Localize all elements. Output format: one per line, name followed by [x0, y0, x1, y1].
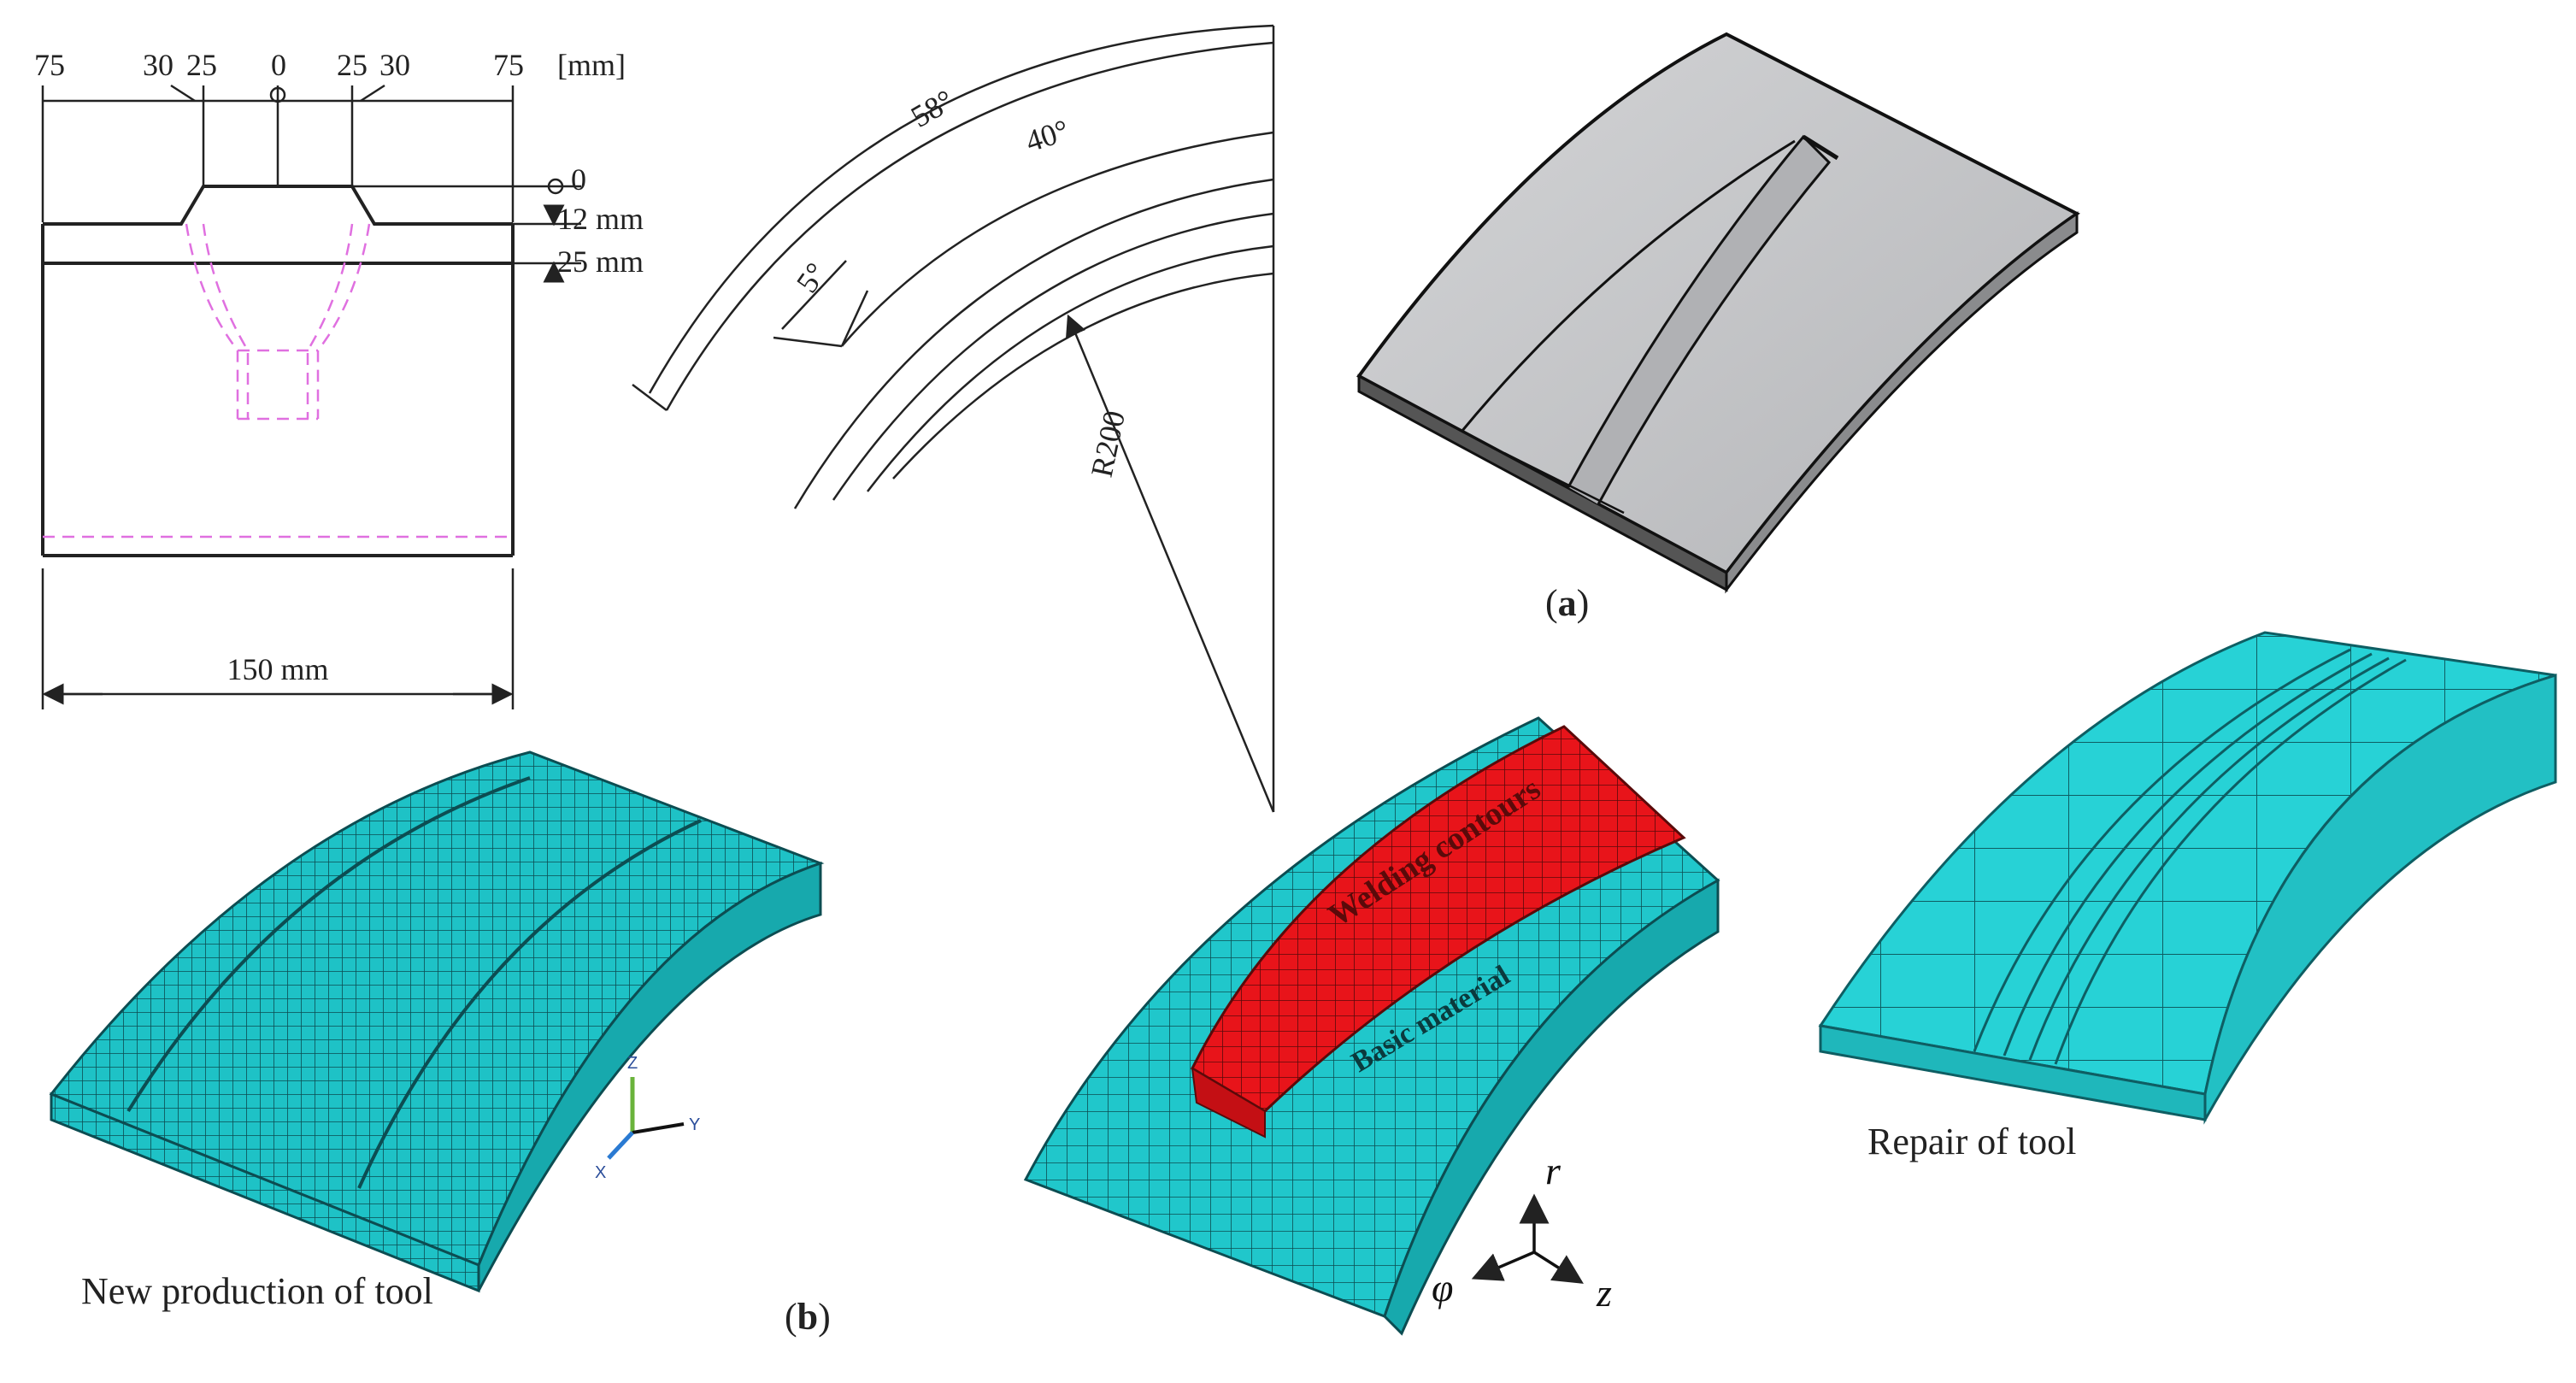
mesh-repair: Repair of tool [1818, 631, 2557, 1162]
svg-text:Y: Y [689, 1115, 700, 1134]
angle-40: 40° [1021, 113, 1073, 159]
cylindrical-axes [1471, 1193, 1584, 1284]
dim-25-left: 25 [186, 48, 217, 82]
dim-75-right: 75 [493, 48, 524, 82]
cross-section-drawing: 75 30 25 0 25 30 75 [mm] 0 12 mm 25 mm 1… [34, 48, 644, 709]
svg-text:(b): (b) [785, 1296, 831, 1338]
dim-25mm: 25 mm [557, 244, 644, 279]
dim-25-right: 25 [337, 48, 368, 82]
axis-z: z [1596, 1271, 1612, 1315]
axis-r: r [1545, 1149, 1561, 1192]
cad-model: (a) [1356, 32, 2080, 624]
arc-drawing: 58° 40° 5° R200 [632, 24, 1275, 813]
svg-text:Z: Z [627, 1054, 638, 1073]
mesh-new-production: New production of tool Z Y X (b) [49, 750, 831, 1338]
axis-phi: φ [1432, 1266, 1453, 1309]
xyz-triad: Z Y X [595, 1054, 700, 1182]
mesh-welding: Welding contours Basic material r φ z [1023, 716, 1720, 1336]
dim-150mm: 150 mm [226, 652, 328, 686]
label-b: b [797, 1296, 818, 1338]
dim-0-right: 0 [571, 162, 586, 197]
svg-text:X: X [595, 1163, 606, 1182]
dim-75-left: 75 [34, 48, 65, 82]
dim-12mm: 12 mm [557, 202, 644, 236]
radius-label: R200 [1085, 408, 1132, 480]
dim-0-top: 0 [271, 48, 286, 82]
label-a: a [1558, 582, 1577, 624]
dim-30-left: 30 [143, 48, 173, 82]
dim-30-right: 30 [379, 48, 410, 82]
caption-new-production: New production of tool [81, 1270, 433, 1312]
svg-text:(a): (a) [1545, 582, 1589, 624]
unit-label: [mm] [557, 48, 626, 82]
angle-58: 58° [905, 83, 960, 134]
angle-5: 5° [790, 256, 833, 298]
caption-repair: Repair of tool [1867, 1121, 2076, 1162]
